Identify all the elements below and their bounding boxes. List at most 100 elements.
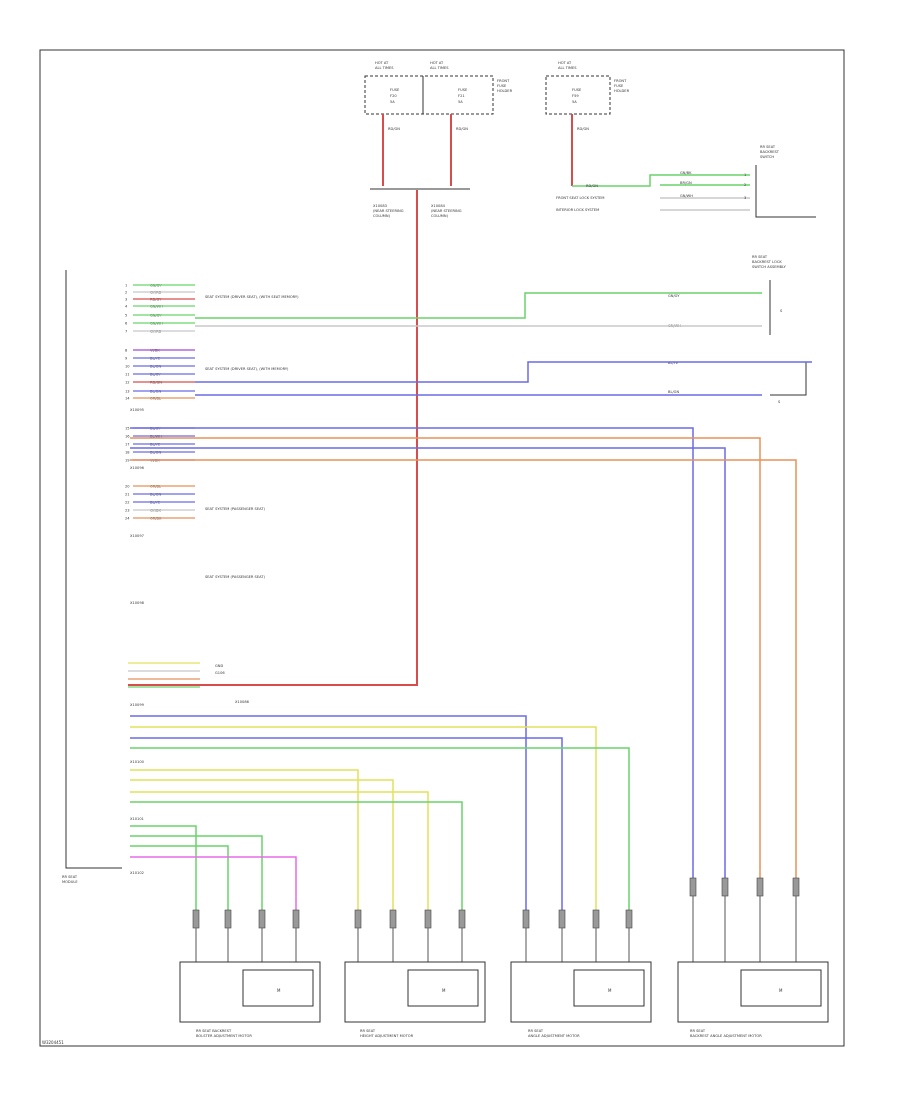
motor-name: BACKREST ANGLE ADJUSTMENT MOTOR [690,1034,762,1038]
motor-box [179,961,321,1023]
pin-number: 8 [125,349,128,353]
harness-wire [130,726,597,910]
fuse-title: HOT AT [430,61,444,65]
connector-terminal [354,909,362,929]
motor-inner [740,969,822,1007]
harness-wire [130,459,797,878]
lock-switch-assembly: RR SEAT BACKREST LOCK SWITCH ASSEMBLY S … [668,255,807,404]
wire-label: RD/GN [586,184,598,188]
connector-terminal [224,909,232,929]
fuse-box-label: FRONT [497,79,510,83]
fuse-number: F21 [458,94,465,98]
motor-angle: M RR SEAT ANGLE ADJUSTMENT MOTOR [510,961,652,1038]
pin-number: 15 [125,427,130,431]
fuse-box-label: FUSE [614,84,624,88]
motor-name: RR SEAT [528,1029,544,1033]
motor-name: HEIGHT ADJUSTMENT MOTOR [360,1034,414,1038]
ground-label: GND [215,664,223,668]
harness-wire [130,856,297,910]
pin-number: 14 [125,397,130,401]
connector-id: X10099 [130,703,145,707]
wire-label: BR/GN [680,181,692,185]
module-note: SEAT SYSTEM (DRIVER SEAT), (WITH MEMORY) [205,367,289,371]
component-outline [755,165,816,218]
pin-number: 1 [744,173,746,177]
fuse-amps: 5A [572,100,577,104]
rr-seat-module-pins: 1GN/GY2GY/RD3RD/GY4GN/WH5GN/GY6GN/WH7GY/… [125,284,200,688]
pin-number: 21 [125,493,130,497]
routed-wires [130,292,812,962]
harness-wire [130,779,394,910]
ground-label: G106 [215,671,225,675]
rr-seat-module: RR SEAT MODULE SEAT SYSTEM (DRIVER SEAT)… [62,270,299,884]
motor-name: BOLSTER ADJUSTMENT MOTOR [196,1034,252,1038]
harness-wire [130,825,197,910]
pin-number: 16 [125,435,130,439]
pin-number: 3 [744,196,746,200]
connector-terminal [424,909,432,929]
fuse-holder-box [545,75,611,115]
motor-box [344,961,486,1023]
splice-label: (NEAR STEERING [431,209,462,213]
component-title: RR SEAT [760,145,776,149]
pin-number: 6 [125,322,128,326]
connector-id: X10101 [130,817,144,821]
connector-terminal [592,909,600,929]
splice-label: X10084 [431,204,446,208]
motor-symbol: M [277,988,281,993]
wire-label: BL/YE [668,361,679,365]
harness-wire [130,769,359,910]
wire-label: BL/GN [668,390,679,394]
pin-number: 23 [125,509,130,513]
pin-number: 13 [125,390,130,394]
connector-id: X10095 [130,408,144,412]
figure-id: W3204451 [42,1040,64,1045]
fuse-label: FUSE [458,88,468,92]
harness-wire [130,801,463,910]
fuse-box-label: FRONT [614,79,627,83]
wire-label: GN/GY [668,294,680,298]
wire-label: GN/WH [680,194,693,198]
connector-terminal [625,909,633,929]
splice-label: X10083 [373,204,387,208]
fuse-box-label: HOLDER [614,89,630,93]
switch-symbol: S [778,400,781,404]
pin-number: 1 [125,284,127,288]
fuse-number: F59 [572,94,579,98]
motor-name: ANGLE ADJUSTMENT MOTOR [528,1034,580,1038]
backrest-switch: RR SEAT BACKREST SWITCH GN/BK 1 BR/GN 2 … [556,145,816,218]
motor-box [677,961,829,1023]
switch-wire [572,174,750,187]
harness-wire [130,437,761,878]
pin-number: 7 [125,330,127,334]
fuse-box-rear: HOT AT ALL TIMES FUSE F59 5A FRONT FUSE … [545,61,630,115]
wire-label: RD/GN [456,127,468,131]
fuse-label: FUSE [390,88,400,92]
harness-wire [130,747,630,910]
motor-inner [242,969,314,1007]
harness-wire [130,835,263,910]
fuse-title: HOT AT [558,61,572,65]
fuse-title: ALL TIMES [375,66,394,70]
diagram-frame [39,49,845,1047]
harness-wire [130,791,429,910]
fuse-box-label: FUSE [497,84,507,88]
main-feed-wire [128,190,418,686]
module-note: SEAT SYSTEM (PASSENGER SEAT) [205,507,265,511]
motor-backrest-angle: M RR SEAT BACKREST ANGLE ADJUSTMENT MOTO… [677,961,829,1038]
harness-wire [195,292,762,319]
module-name: RR SEAT [62,875,78,879]
ground-label: X10086 [235,700,250,704]
connector-id: X10096 [130,466,145,470]
harness-wire [130,427,694,878]
pin-number: 10 [125,365,130,369]
connector-terminal [458,909,466,929]
fuse-amps: 5A [458,100,463,104]
wire-note: FRONT SEAT LOCK SYSTEM [556,196,605,200]
fuse-title: HOT AT [375,61,389,65]
pin-number: 3 [125,298,127,302]
fuse-box-front: HOT AT ALL TIMES HOT AT ALL TIMES FUSE F… [364,61,513,115]
connector-id: X10100 [130,760,145,764]
component-outline [770,362,807,396]
component-title: SWITCH ASSEMBLY [752,265,787,269]
